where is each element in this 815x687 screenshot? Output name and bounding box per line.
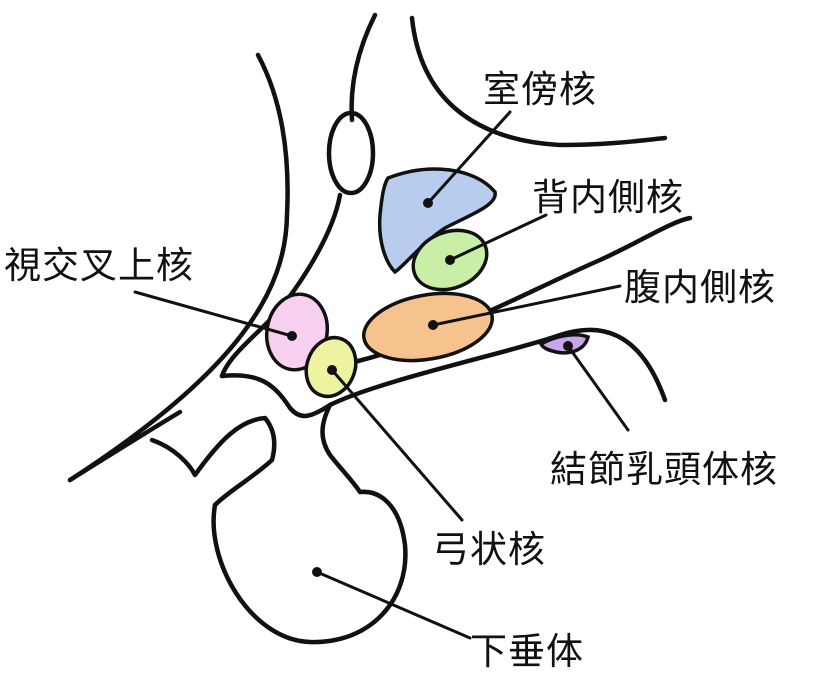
leader-mammillary [566, 344, 630, 432]
leader-ventromedial [431, 284, 622, 327]
dot-dorsomedial [445, 255, 455, 265]
dot-pituitary [312, 567, 322, 577]
pituitary-gland [211, 489, 408, 645]
label-suprachiasmatic: 視交叉上核 [4, 244, 194, 287]
leader-suprachiasmatic [133, 290, 294, 338]
outline-top-curve [409, 15, 668, 148]
leader-paraventricular [426, 110, 512, 205]
outline-inner-left [349, 12, 378, 123]
label-paraventricular: 室傍核 [483, 68, 597, 111]
label-arcuate: 弓状核 [432, 528, 546, 571]
label-dorsomedial: 背内側核 [532, 176, 684, 219]
ventromedial-nucleus [361, 291, 495, 363]
leader-dorsomedial [448, 213, 548, 262]
outline-left-outer [67, 52, 290, 483]
leader-pituitary [315, 570, 472, 640]
outline-chiasm [149, 415, 277, 508]
pointer-dots [287, 198, 573, 577]
dot-suprachiasmatic [287, 331, 297, 341]
dot-mammillary [563, 341, 573, 351]
leader-arcuate [330, 368, 464, 522]
label-ventromedial: 腹内側核 [624, 266, 776, 309]
label-mammillary: 結節乳頭体核 [550, 448, 778, 491]
outline-stalk-right [320, 402, 363, 495]
leader-lines [133, 110, 630, 640]
small-oval [326, 110, 376, 196]
dot-arcuate [327, 365, 337, 375]
outline-floor [219, 327, 668, 419]
outline-lower-left [67, 409, 183, 483]
label-pituitary: 下垂体 [470, 630, 584, 673]
dot-paraventricular [423, 198, 433, 208]
dot-ventromedial [428, 320, 438, 330]
